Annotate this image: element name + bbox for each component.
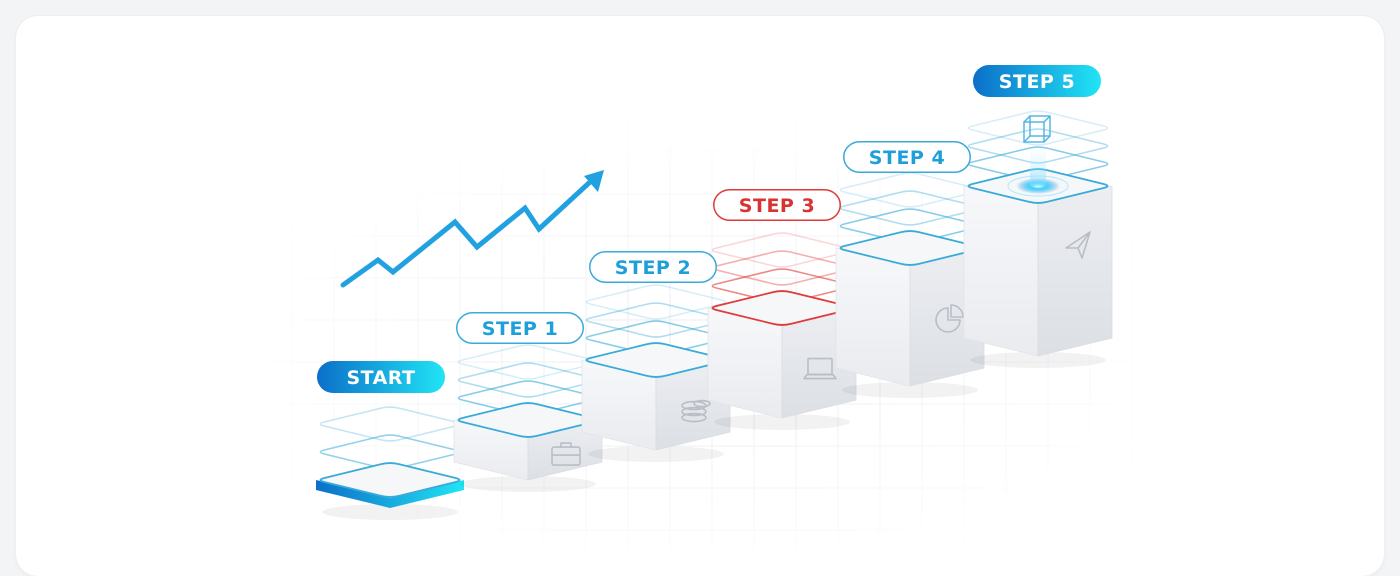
step-labels: START STEP 1 STEP 2 STEP 3 STEP 4 STEP 5 <box>317 65 1101 393</box>
step-label-1: STEP 1 <box>456 312 584 344</box>
step-label-3: STEP 3 <box>713 189 841 221</box>
briefcase-icon <box>551 442 581 466</box>
step-diagram: START STEP 1 STEP 2 STEP 3 STEP 4 STEP 5 <box>240 65 1160 550</box>
hologram-layer <box>585 284 727 320</box>
step-label-2: STEP 2 <box>589 251 717 283</box>
step-label-text: START <box>346 367 415 389</box>
step-label-text: STEP 4 <box>869 147 945 169</box>
step-label-5: STEP 5 <box>973 65 1101 97</box>
step-label-text: STEP 2 <box>615 257 691 279</box>
coins-icon <box>681 399 711 423</box>
step-block-1 <box>453 344 603 492</box>
step-label-0: START <box>317 361 445 393</box>
step-label-text: STEP 1 <box>482 318 558 340</box>
step-label-text: STEP 5 <box>999 71 1075 93</box>
block-top <box>319 462 461 498</box>
step-block-5 <box>963 110 1113 368</box>
step-label-4: STEP 4 <box>843 141 971 173</box>
pie-chart-icon <box>935 304 964 333</box>
step-block-0 <box>316 406 464 520</box>
step-blocks <box>316 110 1113 520</box>
paper-plane-icon <box>1065 231 1091 259</box>
growth-arrow-icon <box>340 170 604 288</box>
cube-icon <box>1023 115 1051 143</box>
step-block-3 <box>707 232 857 430</box>
laptop-icon <box>803 357 837 380</box>
hologram-layer <box>967 110 1109 146</box>
diagram-card <box>16 16 1384 576</box>
step-block-4 <box>835 172 985 398</box>
step-label-text: STEP 3 <box>739 195 815 217</box>
